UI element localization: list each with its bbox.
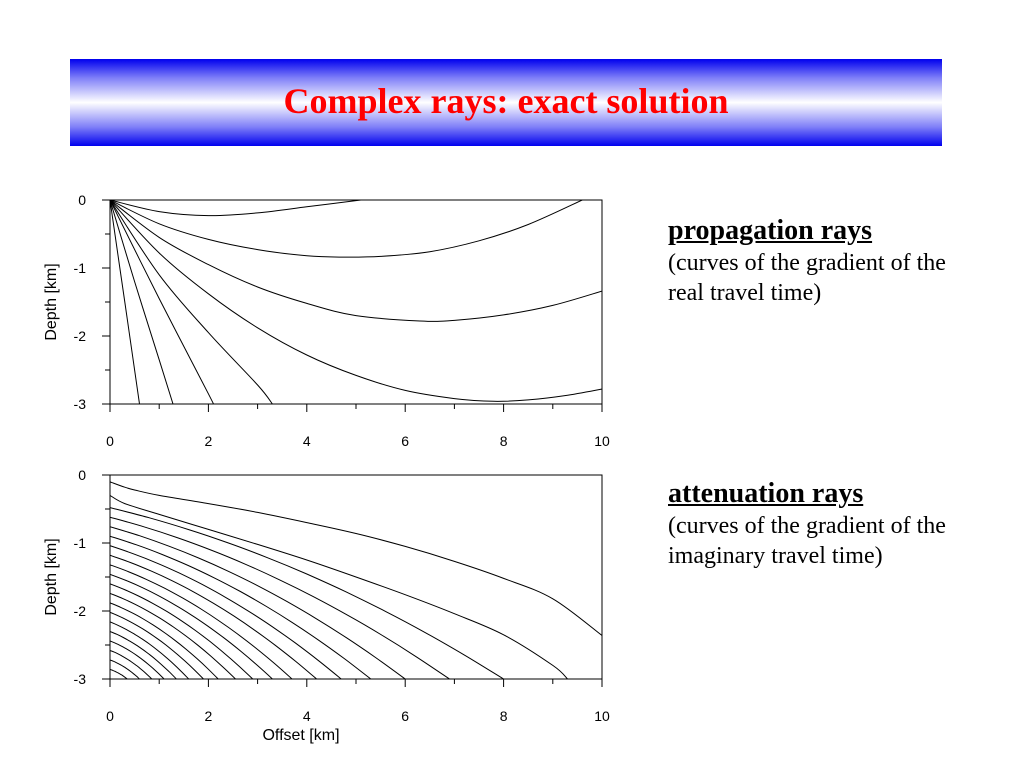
attenuation-xtick-label: 6: [401, 708, 409, 724]
attenuation-axes: 0 -1 -2 -3 0 2 4 6 8 10 Depth [km] Offset [km]: [43, 467, 610, 744]
propagation-ytick-label: -2: [74, 328, 87, 344]
title-banner: Complex rays: exact solution: [70, 59, 942, 146]
attenuation-xtick-label: 10: [594, 708, 610, 724]
attenuation-ray-family-6: [110, 564, 293, 679]
attenuation-ray-family-1: [110, 516, 450, 679]
attenuation-ray-family-15: [110, 649, 153, 679]
attenuation-rays: [110, 481, 602, 679]
propagation-xtick-label: 10: [594, 433, 610, 449]
attenuation-rays-description: (curves of the gradient of the imaginary…: [668, 513, 946, 569]
propagation-rays-caption: propagation rays (curves of the gradient…: [668, 214, 948, 308]
slide-title: Complex rays: exact solution: [283, 80, 729, 121]
propagation-xtick-label: 4: [303, 433, 311, 449]
propagation-ray-0: [110, 200, 361, 217]
propagation-xtick-label: 2: [205, 433, 213, 449]
propagation-frame: [109, 199, 603, 405]
attenuation-ray-family-13: [110, 630, 177, 679]
propagation-ytick-label: -1: [74, 260, 87, 276]
attenuation-rays-plot: 0 -1 -2 -3 0 2 4 6 8 10 Depth [km] Offset [km]: [43, 467, 610, 744]
propagation-xtick-label: 8: [500, 433, 508, 449]
propagation-rays: [110, 200, 602, 404]
attenuation-ray-family-11: [110, 611, 204, 679]
attenuation-ray-family-8: [110, 583, 254, 679]
propagation-ylabel: Depth [km]: [43, 263, 60, 340]
propagation-xtick-label: 6: [401, 433, 409, 449]
attenuation-ray-family-2: [110, 526, 406, 679]
propagation-rays-heading: propagation rays: [668, 215, 873, 246]
propagation-ray-1: [110, 200, 583, 258]
propagation-xtick-label: 0: [106, 433, 114, 449]
attenuation-ytick-label: -3: [74, 671, 87, 687]
attenuation-rays-caption: attenuation rays (curves of the gradient…: [668, 477, 948, 571]
attenuation-ray-family-5: [110, 554, 317, 679]
propagation-ray-5: [110, 200, 215, 404]
attenuation-xtick-label: 0: [106, 708, 114, 724]
attenuation-ray-family-9: [110, 592, 236, 679]
attenuation-xtick-label: 2: [205, 708, 213, 724]
attenuation-ray-family-16: [110, 659, 140, 679]
attenuation-ray-family-10: [110, 602, 219, 679]
attenuation-xtick-label: 4: [303, 708, 311, 724]
propagation-ray-7: [110, 200, 140, 404]
attenuation-ray-family-14: [110, 640, 165, 679]
propagation-axes: 0 -1 -2 -3 0 2 4 6 8 10 Depth [km]: [43, 192, 610, 449]
attenuation-rays-heading: attenuation rays: [668, 478, 864, 509]
attenuation-ylabel: Depth [km]: [43, 538, 60, 615]
propagation-ray-2: [110, 200, 602, 322]
attenuation-ray-family-12: [110, 621, 190, 679]
attenuation-ray-1: [110, 494, 568, 679]
propagation-ytick-label: -3: [74, 396, 87, 412]
propagation-ray-4: [110, 200, 273, 404]
attenuation-xlabel: Offset [km]: [262, 727, 339, 744]
attenuation-ray-family-17: [110, 669, 128, 679]
attenuation-ray-family-7: [110, 573, 273, 679]
attenuation-ytick-label: -1: [74, 535, 87, 551]
attenuation-ray-family-4: [110, 545, 342, 679]
attenuation-xtick-label: 8: [500, 708, 508, 724]
attenuation-ytick-label: 0: [78, 467, 86, 483]
propagation-ray-6: [110, 200, 174, 404]
propagation-rays-description: (curves of the gradient of the real trav…: [668, 250, 946, 306]
attenuation-ray-family-3: [110, 535, 372, 679]
propagation-rays-plot: 0 -1 -2 -3 0 2 4 6 8 10 Depth [km]: [43, 192, 610, 449]
attenuation-ytick-label: -2: [74, 603, 87, 619]
attenuation-ray-0: [110, 481, 602, 636]
propagation-ray-3: [110, 200, 602, 402]
attenuation-ray-family-0: [110, 507, 504, 679]
propagation-ytick-label: 0: [78, 192, 86, 208]
